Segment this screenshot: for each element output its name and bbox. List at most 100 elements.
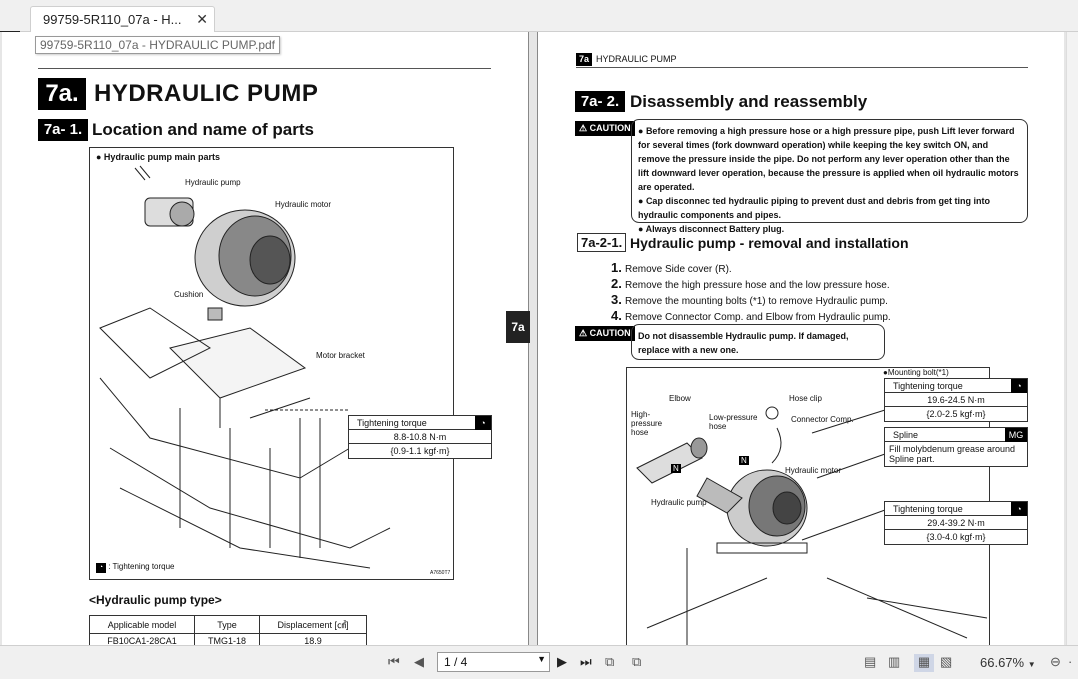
torque-icon: ◔	[1011, 379, 1027, 393]
tab-title: 99759-5R110_07a - H...	[43, 12, 182, 27]
torque-value-kgf: {2.0-2.5 kgf·m}	[926, 409, 986, 419]
figure-caption: ● Hydraulic pump main parts	[96, 152, 220, 162]
zoom-out-icon[interactable]: ⊖	[1050, 654, 1061, 669]
header-rule	[576, 67, 1028, 68]
list-item: 3.Remove the mounting bolts (*1) to remo…	[611, 292, 888, 308]
torque-header: Tightening torque◔	[885, 502, 1027, 516]
document-tab[interactable]: 99759-5R110_07a - H... ✕	[30, 6, 215, 32]
left-page: 7a. HYDRAULIC PUMP 7a- 1. Location and n…	[2, 32, 529, 645]
pump-type-table: Applicable model Type Displacement [㎤] F…	[88, 615, 367, 645]
last-page-icon[interactable]: ⏭	[580, 654, 592, 669]
caution-box-1: ● Before removing a high pressure hose o…	[631, 119, 1028, 234]
header-badge: 7a	[576, 53, 592, 66]
removal-drawing	[636, 406, 988, 645]
legend: ◔ : Tightening torque	[96, 562, 175, 573]
legend-text: : Tightening torque	[108, 562, 175, 571]
label-hydraulic-motor: Hydraulic motor	[785, 466, 842, 475]
tab-bar: 99759-5R110_07a - H... ✕	[0, 0, 1078, 32]
tab-edge	[0, 31, 20, 32]
single-page-view-icon[interactable]: ▤	[864, 654, 877, 669]
label-mounting-bolt: ●Mounting bolt(*1)	[883, 368, 949, 377]
table-header-row: Applicable model Type Displacement [㎤]	[88, 615, 367, 634]
torque-value-kgf: {3.0-4.0 kgf·m}	[926, 532, 986, 542]
table-cell: TMG1-18	[194, 633, 261, 645]
parts-figure: ● Hydraulic pump main parts	[89, 147, 454, 580]
file-tooltip: 99759-5R110_07a - HYDRAULIC PUMP.pdf	[35, 36, 281, 54]
caution-item: ● Before removing a high pressure hose o…	[638, 126, 1019, 192]
previous-page-icon[interactable]: ◀	[414, 654, 424, 669]
label-connector: Connector Comp.	[791, 415, 854, 424]
section-number: 7a- 1.	[38, 119, 88, 141]
caution-box-2: Do not disassemble Hydraulic pump. If da…	[631, 324, 885, 360]
warning-icon: ⚠	[579, 123, 588, 133]
section-title: Disassembly and reassembly	[630, 92, 868, 111]
n-marker: N	[739, 456, 749, 465]
next-page-icon[interactable]: ▶	[557, 654, 567, 669]
label-motor-bracket: Motor bracket	[316, 351, 365, 360]
table-cell: 18.9	[259, 633, 367, 645]
subsection-title: Hydraulic pump - removal and installatio…	[630, 235, 909, 251]
chapter-side-tab: 7a	[506, 311, 530, 343]
steps-list: 1.Remove Side cover (R). 2.Remove the hi…	[611, 261, 891, 325]
label-cushion: Cushion	[174, 290, 204, 299]
zoom-level[interactable]: 66.67% ▼	[980, 655, 1036, 670]
list-item: 1.Remove Side cover (R).	[611, 260, 732, 276]
chevron-down-icon: ▼	[537, 654, 546, 664]
label-hydraulic-motor: Hydraulic motor	[275, 200, 332, 209]
section-title: Location and name of parts	[92, 120, 314, 139]
subsection-number: 7a-2-1.	[577, 233, 627, 252]
torque-value: 29.4-39.2 N·m	[885, 516, 1027, 530]
label-elbow: Elbow	[669, 394, 691, 403]
figure-code: A7650T7	[430, 570, 451, 576]
label-high-pressure-hose: High-pressure hose	[631, 410, 663, 437]
table-header: Displacement [㎤]	[259, 615, 367, 634]
torque-value: 19.6-24.5 N·m	[885, 393, 1027, 407]
first-page-icon[interactable]: ⏮	[388, 654, 400, 669]
torque-header: Tightening torque◔	[349, 416, 491, 430]
facing-continuous-view-icon[interactable]: ▧	[940, 654, 953, 669]
header-rule	[38, 68, 491, 69]
document-viewer[interactable]: 99759-5R110_07a - HYDRAULIC PUMP.pdf 7a.…	[0, 32, 1078, 645]
bottom-toolbar: ⏮ ◀ 1 / 4 ▼ ▶ ⏭ ⧉ ⧉ ▤ ▥ ▦ ▧ 66.67% ▼ ⊖ ·	[0, 645, 1078, 679]
torque-icon: ◔	[475, 416, 491, 430]
caution-item: ● Cap disconnec ted hydraulic piping to …	[638, 196, 990, 220]
torque-icon: ◔	[96, 563, 106, 573]
label-low-pressure-hose: Low-pressure hose	[709, 413, 758, 431]
parts-drawing	[99, 165, 391, 569]
caution-item: ● Always disconnect Battery plug.	[638, 224, 785, 234]
n-marker: N	[671, 464, 681, 473]
section-number: 7a- 2.	[575, 91, 625, 112]
vertical-scrollbar[interactable]	[1066, 32, 1078, 645]
torque-value-kgf: {0.9-1.1 kgf·m}	[390, 446, 450, 456]
zoom-dropdown-icon[interactable]: ▼	[1027, 660, 1036, 669]
rotate-alt-icon[interactable]: ⧉	[632, 654, 642, 669]
label-hydraulic-pump: Hydraulic pump	[651, 498, 707, 507]
facing-view-icon[interactable]: ▦	[914, 654, 934, 672]
pump-type-title: <Hydraulic pump type>	[89, 593, 222, 607]
continuous-view-icon[interactable]: ▥	[888, 654, 901, 669]
table-row: FB10CA1-28CA1 TMG1-18 18.9	[88, 633, 367, 645]
torque-table-left: Tightening torque◔ 8.8-10.8 N·m {0.9-1.1…	[348, 415, 492, 459]
spline-text: Fill molybdenum grease around Spline par…	[889, 444, 1016, 464]
mg-badge: MG	[1005, 428, 1027, 442]
table-header: Applicable model	[88, 615, 196, 634]
rotate-icon[interactable]: ⧉	[605, 654, 615, 669]
warning-icon: ⚠	[579, 328, 588, 338]
zoom-more-icon[interactable]: ·	[1068, 654, 1073, 669]
torque-table-1: Tightening torque◔ 19.6-24.5 N·m {2.0-2.…	[884, 378, 1028, 422]
chapter-number: 7a.	[38, 78, 86, 110]
right-page: 7a HYDRAULIC PUMP 7a- 2. Disassembly and…	[537, 32, 1064, 645]
page-number-input[interactable]: 1 / 4 ▼	[437, 652, 550, 672]
close-tab-icon[interactable]: ✕	[196, 11, 208, 27]
label-hose-clip: Hose clip	[789, 394, 822, 403]
torque-icon: ◔	[1011, 502, 1027, 516]
table-cell: FB10CA1-28CA1	[88, 633, 196, 645]
caution-badge-2: ⚠ CAUTION	[575, 326, 635, 341]
torque-header: Tightening torque◔	[885, 379, 1027, 393]
chapter-title: HYDRAULIC PUMP	[94, 80, 319, 107]
list-item: 2.Remove the high pressure hose and the …	[611, 276, 890, 292]
torque-table-2: Tightening torque◔ 29.4-39.2 N·m {3.0-4.…	[884, 501, 1028, 545]
table-header: Type	[194, 615, 261, 634]
